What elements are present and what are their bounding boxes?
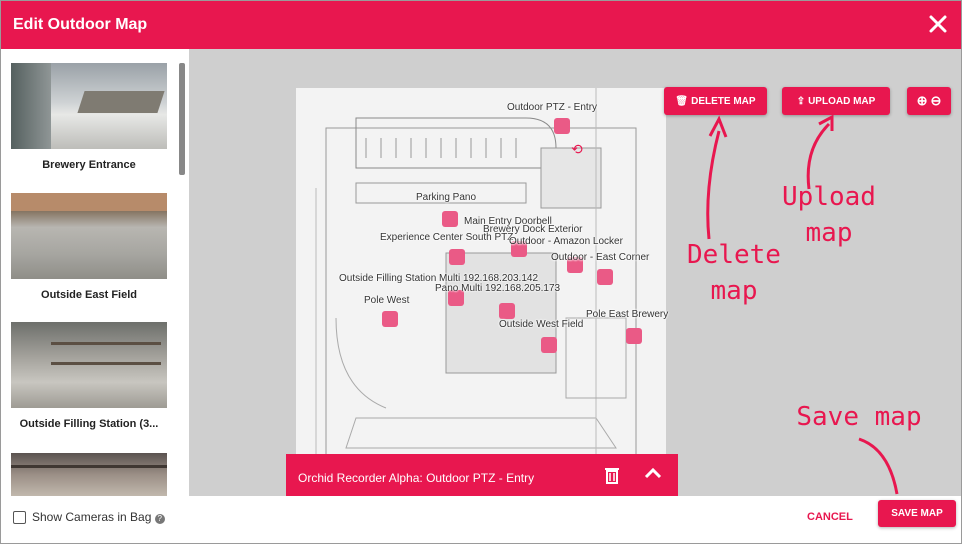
camera-map-label: Outdoor - Amazon Locker	[509, 236, 623, 247]
delete-map-label: DELETE MAP	[691, 95, 756, 107]
camera-marker[interactable]	[541, 337, 557, 353]
camera-thumbnail	[11, 63, 167, 149]
show-cameras-text: Show Cameras in Bag	[32, 510, 152, 524]
camera-map-label: Main Entry Doorbell	[464, 216, 552, 227]
camera-thumbnail	[11, 453, 167, 496]
camera-card[interactable]: Outside Filling Station (3...	[11, 322, 167, 430]
camera-map-label: Parking Pano	[416, 192, 477, 203]
chevron-up-icon[interactable]	[644, 466, 662, 480]
camera-marker[interactable]	[382, 311, 398, 327]
trash-icon[interactable]	[604, 466, 620, 484]
camera-card[interactable]: Outside East Field	[11, 193, 167, 301]
camera-map-label: Outside Filling Station Multi 192.168.20…	[339, 273, 539, 284]
upload-icon: ⇪	[796, 95, 806, 107]
save-map-button[interactable]: SAVE MAP	[878, 500, 956, 527]
camera-thumbnail	[11, 322, 167, 408]
upload-map-button[interactable]: ⇪ UPLOAD MAP	[782, 87, 890, 115]
camera-map-label: Experience Center South PTZ	[380, 232, 514, 243]
upload-map-label: UPLOAD MAP	[808, 95, 876, 107]
camera-map-label: Outdoor PTZ - Entry	[507, 102, 598, 113]
map-canvas[interactable]: ⟲ Outdoor PTZ - Entry Parking Pano Main …	[189, 49, 961, 496]
dialog-footer: Show Cameras in Bag ? CANCEL SAVE MAP	[1, 496, 961, 543]
camera-marker[interactable]	[442, 211, 458, 227]
camera-map-label: Pole West	[364, 295, 410, 306]
camera-sidebar[interactable]: Brewery Entrance Outside East Field Outs…	[1, 49, 189, 496]
camera-marker[interactable]	[499, 303, 515, 319]
camera-map-label: Pano Multi 192.168.205.173	[435, 283, 561, 294]
sidebar-scrollbar[interactable]	[177, 55, 187, 495]
show-cameras-checkbox[interactable]	[13, 511, 26, 524]
zoom-in-icon[interactable]: ⊕	[916, 93, 928, 108]
camera-marker[interactable]	[511, 241, 527, 257]
trash-icon: 🗑	[675, 95, 689, 107]
camera-thumbnail	[11, 193, 167, 279]
camera-card[interactable]	[11, 453, 167, 496]
camera-marker[interactable]	[554, 118, 570, 134]
cancel-button[interactable]: CANCEL	[807, 511, 853, 523]
site-plan-image	[296, 88, 666, 496]
camera-marker[interactable]	[448, 290, 464, 306]
selected-camera-label: Orchid Recorder Alpha: Outdoor PTZ - Ent…	[298, 471, 535, 485]
annotation-arrows	[706, 114, 899, 495]
camera-map-label: Outside West Field	[499, 319, 584, 330]
camera-map-label: Outdoor - East Corner	[551, 252, 650, 263]
zoom-controls[interactable]: ⊕ ⊖	[907, 87, 951, 115]
help-icon[interactable]: ?	[154, 514, 165, 524]
camera-label: Outside Filling Station (3...	[19, 418, 159, 430]
annotation-save-map: Save map	[796, 402, 922, 432]
scrollbar-thumb[interactable]	[179, 63, 185, 175]
selected-camera-panel: Orchid Recorder Alpha: Outdoor PTZ - Ent…	[286, 454, 678, 496]
site-plan-drawing	[315, 88, 637, 496]
camera-map-label: Pole East Brewery	[586, 309, 669, 320]
camera-marker[interactable]	[597, 269, 613, 285]
save-map-label: SAVE MAP	[891, 508, 943, 519]
dialog-header: Edit Outdoor Map	[1, 1, 961, 49]
camera-label: Outside East Field	[41, 289, 137, 301]
close-icon[interactable]	[927, 13, 949, 35]
dialog-title: Edit Outdoor Map	[13, 16, 148, 33]
camera-marker[interactable]	[449, 249, 465, 265]
camera-map-label: Brewery Dock Exterior	[483, 224, 583, 235]
camera-marker[interactable]	[626, 328, 642, 344]
camera-card[interactable]: Brewery Entrance	[11, 63, 167, 171]
camera-label: Brewery Entrance	[42, 159, 136, 171]
show-cameras-label: Show Cameras in Bag ?	[32, 510, 165, 524]
zoom-out-icon[interactable]: ⊖	[930, 93, 942, 108]
annotation-delete-map: Delete map	[687, 240, 781, 306]
camera-marker[interactable]	[567, 257, 583, 273]
delete-map-button[interactable]: 🗑 DELETE MAP	[664, 87, 767, 115]
annotation-upload-map: Upload map	[782, 182, 876, 248]
rotate-icon[interactable]: ⟲	[571, 141, 583, 157]
